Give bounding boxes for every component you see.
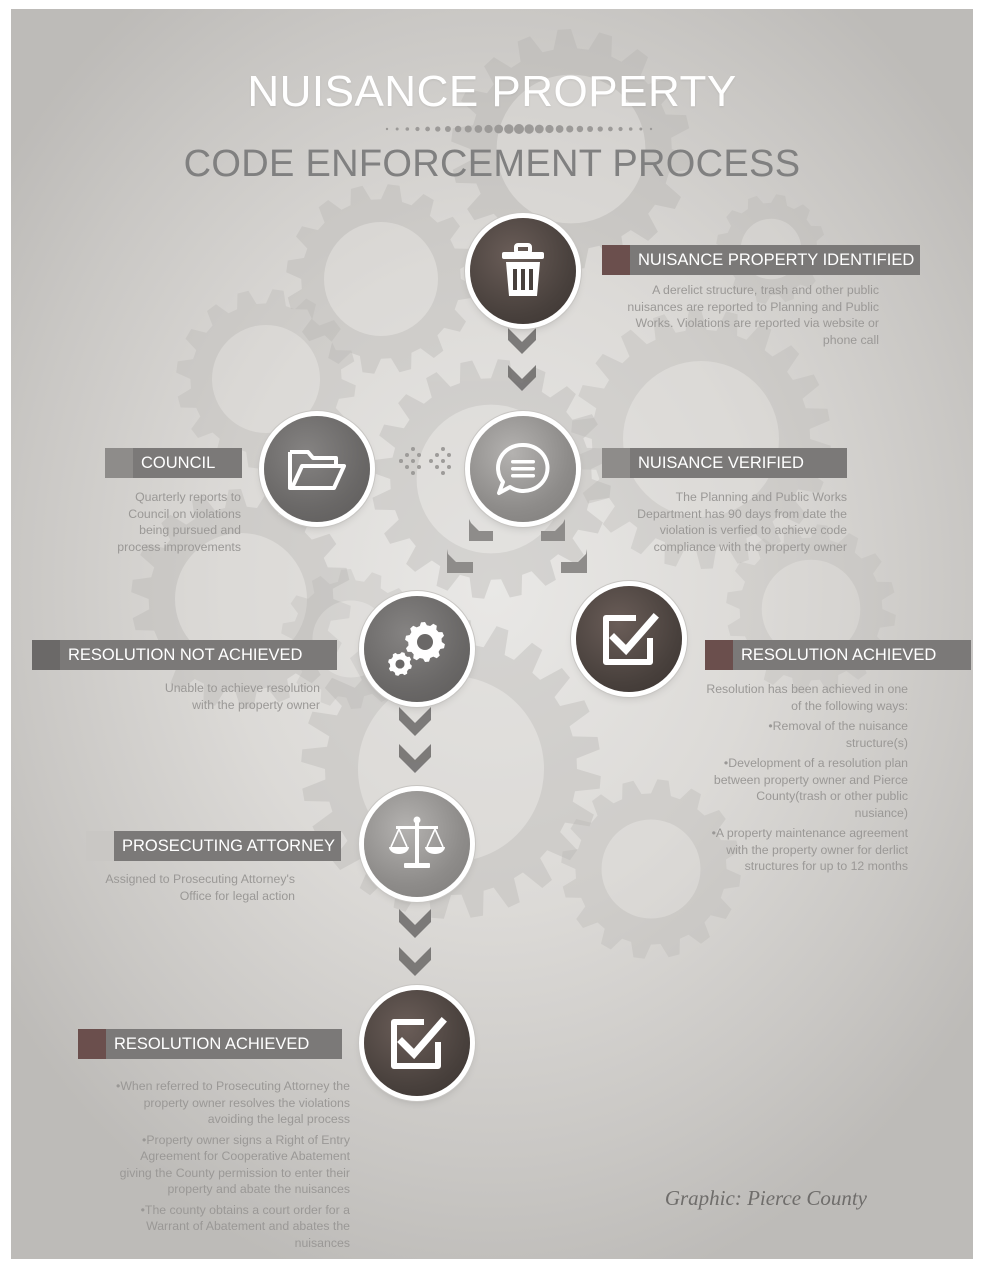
divider-dot: [534, 124, 544, 134]
divider-dot: [464, 125, 472, 133]
divider-dot: [454, 125, 462, 133]
chevron-down-icon: [508, 365, 536, 391]
divider-dot: [474, 125, 483, 133]
divider-dot: [545, 124, 554, 134]
divider-dot: [628, 127, 633, 131]
node-prosecuting-attorney: [364, 791, 470, 897]
divider-dot: [494, 124, 504, 134]
small-gear-icon: [388, 652, 412, 676]
label-final-resolution-achieved: RESOLUTION ACHIEVED: [78, 1029, 342, 1059]
chat-bubble-icon: [496, 442, 550, 495]
gears-icon: [388, 622, 445, 676]
desc-resolution-achieved: Resolution has been achieved in one of t…: [706, 682, 908, 873]
chevron-down-icon: [399, 707, 431, 736]
page-subtitle: CODE ENFORCEMENT PROCESS: [183, 143, 801, 185]
chevron-down-icon: [399, 909, 431, 938]
divider-dot: [587, 126, 594, 132]
divider-dot: [597, 126, 603, 132]
divider-dot: [395, 127, 399, 131]
desc-nuisance-verified: The Planning and Public Works Department…: [637, 490, 847, 554]
checkbox-icon: [391, 1017, 447, 1069]
node-final-resolution-achieved: [364, 990, 470, 1096]
background-gear-icon: [286, 184, 476, 374]
node-resolution-achieved: [576, 586, 682, 692]
chevron-down-left-icon: [469, 519, 493, 541]
chevron-down-left-icon: [447, 549, 473, 573]
divider-dot: [385, 127, 389, 131]
node-council: [264, 416, 370, 522]
label-nuisance-identified: NUISANCE PROPERTY IDENTIFIED: [602, 245, 921, 275]
divider-dot: [608, 126, 613, 132]
divider-dot: [415, 126, 420, 132]
folder-icon: [288, 450, 346, 490]
node-nuisance-identified: [470, 218, 576, 324]
background-gear-icon: [571, 309, 831, 569]
large-gear-icon: [405, 622, 445, 662]
scales-icon: [389, 816, 445, 868]
background-gear-icon: [561, 779, 741, 959]
chevron-down-right-icon: [561, 549, 587, 573]
chevron-down-right-icon: [541, 519, 565, 541]
label-resolution-achieved: RESOLUTION ACHIEVED: [705, 640, 971, 670]
divider-dot: [484, 124, 493, 134]
dotted-arrow-left-icon: [399, 447, 451, 475]
page-title: NUISANCE PROPERTY: [247, 67, 737, 116]
label-nuisance-verified: NUISANCE VERIFIED: [602, 448, 847, 478]
infographic-poster: NUISANCE PROPERTY CODE ENFORCEMENT PROCE…: [11, 9, 973, 1259]
divider-dot: [514, 124, 524, 134]
label-resolution-not-achieved: RESOLUTION NOT ACHIEVED: [32, 640, 337, 670]
background-gear-icon: [451, 29, 691, 269]
checkbox-icon: [603, 613, 659, 665]
divider-dot: [566, 125, 574, 133]
divider-dot: [555, 125, 564, 133]
chevron-down-icon: [399, 947, 431, 976]
node-resolution-not-achieved: [364, 596, 470, 702]
divider-dot: [618, 126, 623, 132]
label-council: COUNCIL: [105, 448, 242, 478]
chevron-down-icon: [508, 328, 536, 354]
node-nuisance-verified: [470, 416, 576, 522]
divider-dot: [576, 125, 584, 133]
label-prosecuting-attorney: PROSECUTING ATTORNEY: [86, 831, 342, 861]
divider-dot: [405, 127, 410, 131]
desc-council: Quarterly reports to Council on violatio…: [117, 490, 241, 554]
trash-can-icon: [502, 243, 544, 296]
divider-dot: [524, 124, 534, 134]
divider-dot: [639, 127, 643, 131]
divider-dot: [435, 126, 441, 132]
chevron-down-icon: [399, 744, 431, 773]
desc-prosecuting-attorney: Assigned to Prosecuting Attorney's Offic…: [105, 872, 295, 903]
graphic-credit: Graphic: Pierce County: [664, 1186, 867, 1210]
desc-resolution-not-achieved: Unable to achieve resolution with the pr…: [164, 681, 320, 712]
divider-dot: [649, 127, 653, 131]
divider-dot: [504, 124, 514, 134]
divider-dot: [444, 126, 451, 132]
desc-final-resolution-achieved: •When referred to Prosecuting Attorney t…: [116, 1079, 350, 1250]
title-divider: [385, 124, 653, 134]
desc-nuisance-identified: A derelict structure, trash and other pu…: [627, 283, 879, 347]
divider-dot: [425, 126, 430, 132]
flow-arrows: [399, 328, 587, 976]
